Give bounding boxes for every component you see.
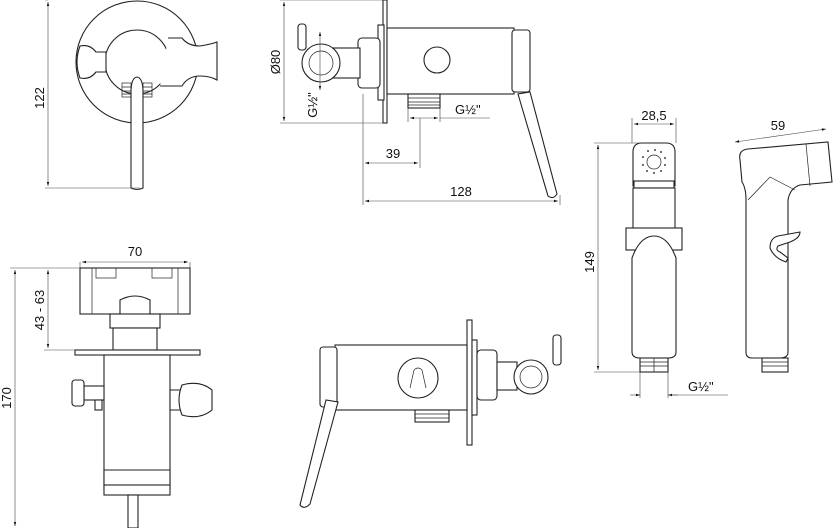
outlet-thread <box>407 93 441 109</box>
dim-outlet-thread-horizontal: G½" <box>455 102 481 117</box>
dim-shower-height: 149 <box>582 251 597 273</box>
dim-plate-diameter: Ø80 <box>268 50 283 75</box>
wall-plate <box>466 319 473 446</box>
dim-shower-width: 28,5 <box>641 108 666 123</box>
lever-handle <box>517 91 558 199</box>
dim-wall-range: 43 - 63 <box>32 290 47 330</box>
side-knob <box>76 45 107 79</box>
shower-holder <box>301 43 341 83</box>
dim-shower-thread: G½" <box>688 379 714 394</box>
side-view-mirrored <box>299 319 562 508</box>
wall-plate <box>74 349 201 356</box>
lever-handle <box>299 399 339 508</box>
dim-shower-length: 59 <box>771 118 785 133</box>
front-view: 122 <box>32 0 218 191</box>
nozzle-holes <box>642 149 666 174</box>
side-view: Ø80 G½" G½" 39 128 <box>268 0 561 205</box>
shower-holder <box>513 359 549 395</box>
hand-shower-front: 28,5 149 G½" <box>582 108 728 398</box>
mixer-body <box>103 354 171 491</box>
shower-holder <box>160 37 218 87</box>
dim-top-width: 70 <box>128 244 142 259</box>
handle <box>631 235 677 359</box>
dim-total-height: 170 <box>0 387 14 409</box>
trigger <box>769 231 801 263</box>
lever-handle <box>130 76 144 191</box>
diverter-button <box>397 357 439 399</box>
lever-handle <box>127 494 139 528</box>
hand-shower-side: 59 <box>734 118 833 373</box>
dim-front-height: 122 <box>32 87 47 109</box>
dim-total-depth: 128 <box>450 184 472 199</box>
diverter-button <box>423 46 451 74</box>
dim-depth-to-outlet: 39 <box>386 146 400 161</box>
top-view: 70 43 - 63 170 <box>0 244 213 528</box>
dim-outlet-thread-vertical: G½" <box>305 92 320 118</box>
